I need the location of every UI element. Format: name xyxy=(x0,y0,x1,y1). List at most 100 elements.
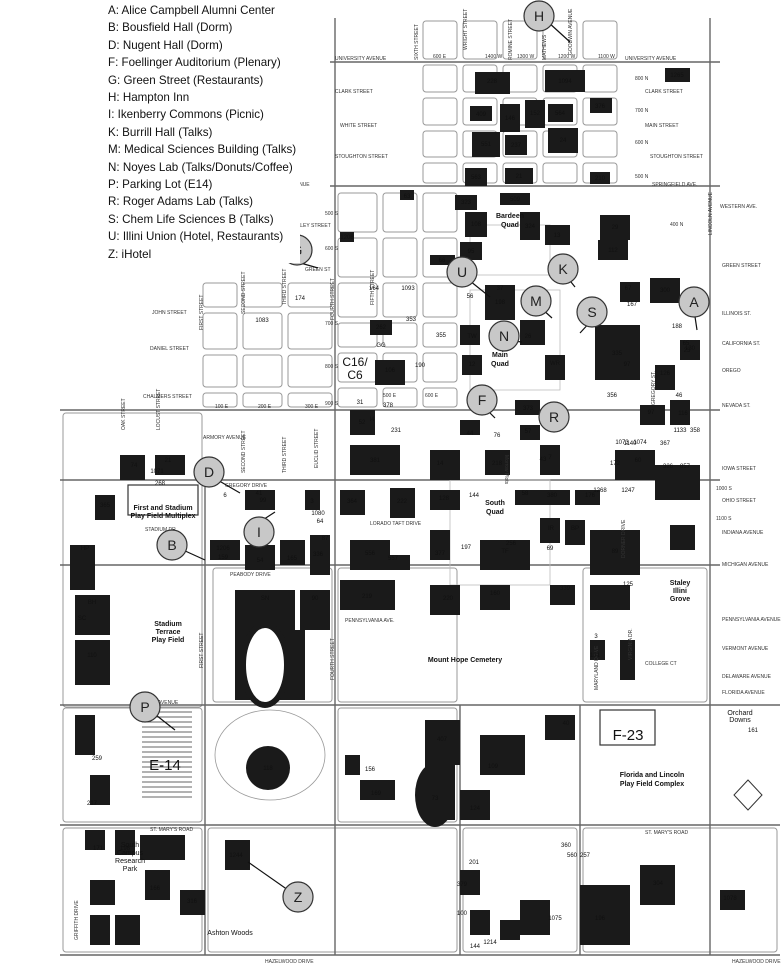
label-university-ave: UNIVERSITY AVENUE xyxy=(335,56,387,62)
marker-letter: D xyxy=(204,464,214,480)
building-number: 76 xyxy=(494,433,501,439)
building-number: SN xyxy=(261,596,269,602)
marker-a: A xyxy=(678,286,710,318)
grid-1100w: 1100 W xyxy=(598,54,615,60)
grid-800s: 800 S xyxy=(325,364,339,370)
building-number: 381 xyxy=(370,458,381,464)
building-number: I4 xyxy=(369,417,375,423)
building-number: 378 xyxy=(383,403,394,409)
building-number: 58 xyxy=(522,491,529,497)
building-number: 26 xyxy=(525,334,532,340)
building-number: 356 xyxy=(607,393,618,399)
grid-500s: 500 S xyxy=(325,211,339,217)
building-number: 336 xyxy=(313,552,324,558)
building-number: 324 xyxy=(525,224,536,230)
building-number: 220 xyxy=(443,596,454,602)
building-number: 41 xyxy=(256,491,263,497)
building-number: TW xyxy=(467,334,477,340)
building-number: 339 xyxy=(560,586,571,592)
area-south-campus-research-2: Campus xyxy=(117,850,144,857)
area-florida-lincoln: Florida and Lincoln xyxy=(620,772,685,779)
building-number: 1265 xyxy=(670,73,684,79)
marker-r: R xyxy=(538,401,570,433)
building-number: 1083 xyxy=(255,318,269,324)
marker-i: I xyxy=(243,516,275,548)
building-number: 43 xyxy=(540,457,547,463)
marker-circle xyxy=(488,320,520,352)
building-number: 146 xyxy=(505,116,516,122)
legend-item: A: Alice Campbell Alumni Center xyxy=(108,4,275,17)
legend-item: D: Nugent Hall (Dorm) xyxy=(108,38,223,52)
area-orchard-downs-2: Downs xyxy=(729,717,751,724)
building-number: 166 xyxy=(150,886,161,892)
marker-letter: A xyxy=(689,294,699,310)
label-peabody-dr: PEABODY DRIVE xyxy=(230,572,271,578)
grid-1000s: 1000 S xyxy=(716,486,733,492)
label-virginia-dr: VIRGINIA DR. xyxy=(628,628,634,660)
label-michigan-ave: MICHIGAN AVENUE xyxy=(722,562,769,568)
building-number: 3 xyxy=(594,634,598,640)
building-number: 52 xyxy=(359,420,366,426)
label-fourth-st: FOURTH STREET xyxy=(330,278,336,320)
building-number: 1080 xyxy=(311,511,325,517)
marker-letter: N xyxy=(499,328,509,344)
marker-circle xyxy=(282,881,314,913)
area-main-quad-2: Quad xyxy=(491,361,509,368)
building-number: 3 xyxy=(310,499,314,505)
marker-letter: Z xyxy=(294,889,303,905)
building-number: 231 xyxy=(391,428,402,434)
building-number: 304 xyxy=(653,881,664,887)
area-florida-lincoln-2: Play Field Complex xyxy=(620,781,684,788)
label-white-st: WHITE STREET xyxy=(340,123,377,129)
label-ohio-st: OHIO STREET xyxy=(722,498,756,504)
building-number: 335 xyxy=(612,351,623,357)
label-armory-ave: ARMORY AVENUE xyxy=(203,435,247,441)
label-daniel-st: DANIEL STREET xyxy=(150,346,189,352)
building-number: 218 xyxy=(492,461,503,467)
building-number: 219 xyxy=(362,594,373,600)
building-number: 557 xyxy=(388,556,399,562)
marker-u: U xyxy=(446,256,478,288)
building-number: 67 xyxy=(625,286,632,292)
building-number: 74 xyxy=(131,463,138,469)
street-labels: UNIVERSITY AVENUE UNIVERSITY AVENUE CLAR… xyxy=(74,8,781,965)
area-south-quad-2: Quad xyxy=(486,509,504,516)
building-number: 54 xyxy=(257,558,264,564)
building-number: 259 xyxy=(92,756,103,762)
marker-h: H xyxy=(523,0,555,32)
building-number: 171 xyxy=(93,846,104,852)
label-sixth-st: SIXTH STREET xyxy=(414,24,420,60)
street-lines xyxy=(60,18,780,956)
marker-circle xyxy=(678,286,710,318)
lot-c6-label: C6 xyxy=(347,368,363,382)
building-number: 210 xyxy=(595,176,606,182)
building-number: 262 xyxy=(376,325,387,331)
building-number: 1073 xyxy=(615,440,629,446)
building-number: 116 xyxy=(678,411,688,417)
grid-100e: 100 E xyxy=(215,404,229,410)
legend-item: Z: iHotel xyxy=(108,247,152,261)
label-maryland-dr: MARYLAND DRIVE xyxy=(594,645,600,690)
building-number: 126 xyxy=(660,371,671,377)
marker-circle xyxy=(243,516,275,548)
label-stadium-dr: STADIUM DR xyxy=(145,527,176,533)
building-number: 564 xyxy=(555,111,566,117)
grid-800n: 800 N xyxy=(635,76,649,82)
building-number: 144 xyxy=(470,944,481,950)
grid-700n: 700 N xyxy=(635,108,649,114)
label-locust-st: LOCUST STREET xyxy=(156,389,162,430)
building-number: 1094 xyxy=(558,79,572,85)
building-number: 365 xyxy=(100,503,111,509)
lot-f23-label: F-23 xyxy=(613,727,644,744)
grid-1100s: 1100 S xyxy=(716,516,732,522)
marker-z: Z xyxy=(282,881,314,913)
marker-letter: I xyxy=(257,524,261,540)
area-stadium-terrace-2: Terrace xyxy=(156,629,181,636)
label-second-st: SECOND STREET xyxy=(241,271,247,314)
label-indiana-ave: INDIANA AVENUE xyxy=(722,530,764,536)
building-number: 118 xyxy=(263,766,273,772)
marker-letter: U xyxy=(457,264,467,280)
building-number: 228 xyxy=(487,79,498,85)
grid-300e: 300 E xyxy=(305,404,319,410)
grid-500e: 500 E xyxy=(383,393,397,399)
